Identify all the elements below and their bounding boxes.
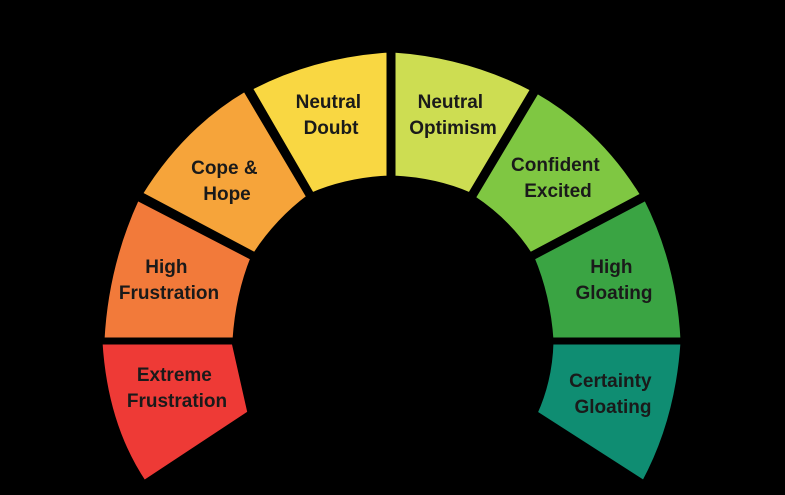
segment-neutral-doubt-label: Neutral Doubt [296, 92, 367, 139]
segment-high-frustration-line1: High [145, 257, 187, 278]
segment-certainty-gloating: Certainty Gloating [531, 339, 686, 487]
segment-confident-excited-shape [469, 87, 647, 259]
segment-high-frustration-line2: Frustration [119, 283, 219, 304]
segment-neutral-doubt-line2: Doubt [304, 118, 360, 139]
segment-confident-excited-label: Confident Excited [511, 155, 605, 202]
segment-neutral-doubt-shape [246, 47, 392, 199]
segment-confident-excited-line1: Confident [511, 155, 600, 176]
segment-neutral-doubt-line1: Neutral [296, 92, 361, 113]
segment-extreme-frustration: Extreme Frustration [97, 339, 253, 487]
segment-high-gloating-line2: Gloating [575, 283, 652, 304]
segment-high-gloating-line1: High [590, 257, 632, 278]
segment-high-frustration-shape [99, 194, 257, 343]
segment-neutral-optimism: Neutral Optimism [390, 47, 537, 199]
segment-cope-hope-shape [136, 85, 313, 259]
segment-high-frustration: High Frustration [99, 194, 257, 343]
segment-high-frustration-label: High Frustration [119, 257, 219, 304]
segment-cope-hope-label: Cope & Hope [191, 158, 263, 205]
segment-high-gloating-label: High Gloating [575, 257, 652, 304]
segment-confident-excited: Confident Excited [469, 87, 647, 259]
segment-cope-hope-line1: Cope & [191, 158, 258, 179]
segment-extreme-frustration-line1: Extreme [137, 365, 212, 386]
segment-neutral-optimism-shape [390, 47, 537, 199]
segment-certainty-gloating-shape [531, 339, 686, 487]
segment-neutral-optimism-line1: Neutral [418, 92, 483, 113]
segment-extreme-frustration-line2: Frustration [127, 391, 227, 412]
segment-extreme-frustration-shape [97, 339, 253, 487]
segment-cope-hope: Cope & Hope [136, 85, 313, 259]
segment-extreme-frustration-label: Extreme Frustration [127, 365, 227, 412]
segment-confident-excited-line2: Excited [524, 181, 592, 202]
segment-neutral-optimism-line2: Optimism [409, 118, 497, 139]
segment-certainty-gloating-label: Certainty Gloating [569, 371, 657, 418]
segment-cope-hope-line2: Hope [203, 184, 251, 205]
segment-neutral-optimism-label: Neutral Optimism [409, 92, 497, 139]
segment-certainty-gloating-line1: Certainty [569, 371, 652, 392]
segment-neutral-doubt: Neutral Doubt [246, 47, 392, 199]
segment-certainty-gloating-line2: Gloating [574, 397, 651, 418]
